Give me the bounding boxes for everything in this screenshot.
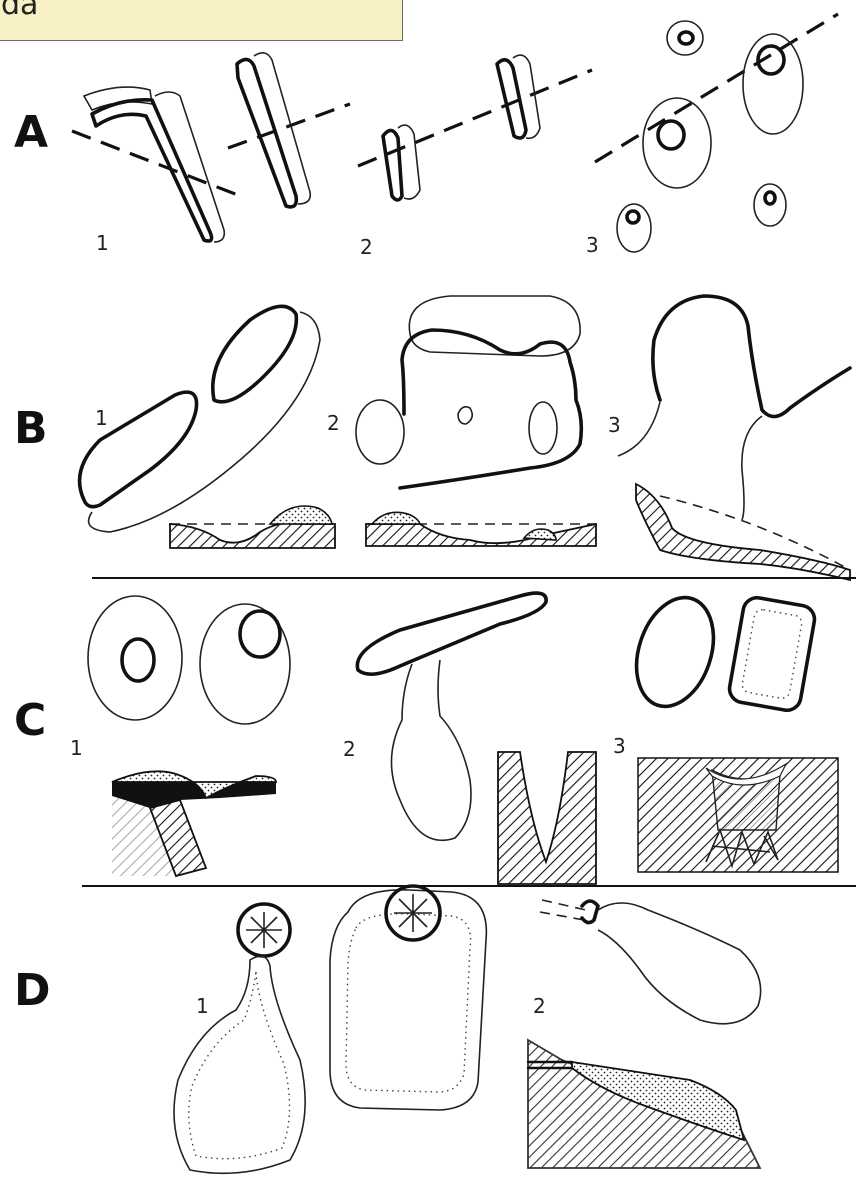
panel-c2-sketch — [357, 593, 596, 884]
panel-d2-sketch — [528, 900, 761, 1168]
panel-d2-number: 2 — [533, 994, 546, 1018]
panel-a3-sketch — [595, 14, 838, 252]
panel-a3-number: 3 — [586, 233, 599, 257]
row-label-a: A — [14, 107, 48, 158]
panel-c3-sketch — [623, 588, 838, 872]
panel-b3-sketch — [618, 296, 850, 580]
panel-c1-sketch — [88, 596, 290, 876]
panel-a1-sketch — [72, 53, 350, 242]
panel-a2-sketch — [358, 55, 592, 200]
panel-d1-sketch — [174, 886, 486, 1173]
panel-b1-number: 1 — [95, 406, 108, 430]
panel-d1-number: 1 — [196, 994, 209, 1018]
panel-b2-number: 2 — [327, 411, 340, 435]
row-label-c: C — [14, 695, 46, 746]
panel-b2-sketch — [356, 296, 596, 546]
panel-b1-sketch — [80, 306, 335, 548]
panel-b3-number: 3 — [608, 413, 621, 437]
panel-c3-number: 3 — [613, 734, 626, 758]
row-label-b: B — [14, 403, 48, 454]
panel-a2-number: 2 — [360, 235, 373, 259]
row-label-d: D — [14, 965, 51, 1016]
panel-a1-number: 1 — [96, 231, 109, 255]
panel-c1-number: 1 — [70, 736, 83, 760]
panel-c2-number: 2 — [343, 737, 356, 761]
